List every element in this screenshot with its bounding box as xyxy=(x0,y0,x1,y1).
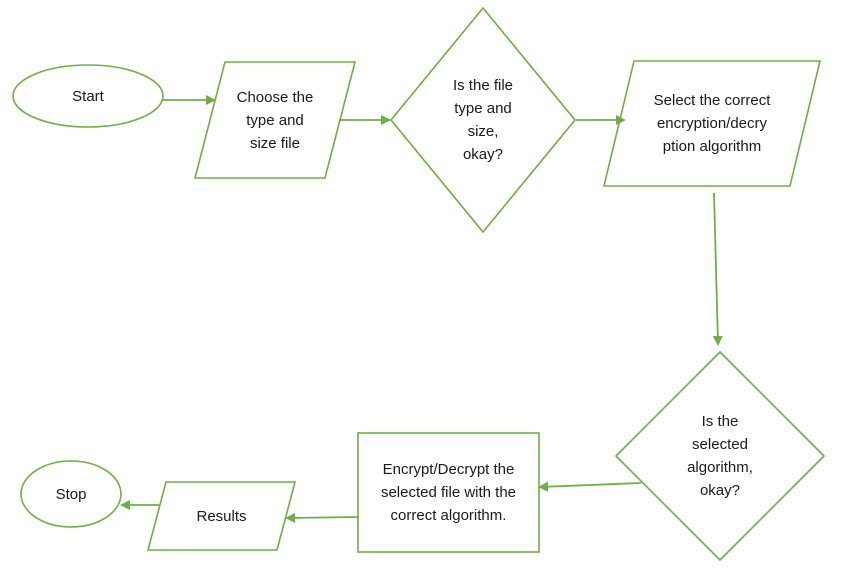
node-start-ellipse xyxy=(12,64,164,128)
arrow-select-algo-to-check-algo xyxy=(712,192,723,346)
select-algorithm-label: Select the correct encryption/decry ptio… xyxy=(653,92,771,155)
node-select-algo-parallelogram xyxy=(602,60,822,187)
start-label: Start xyxy=(72,87,104,105)
choose-file-label: Choose the type and size file xyxy=(236,88,314,152)
node-process-rectangle xyxy=(357,432,540,553)
arrow-process-to-results xyxy=(285,512,359,523)
process-label: Encrypt/Decrypt the selected file with t… xyxy=(380,461,517,524)
check-algorithm-label: Is the selected algorithm, okay? xyxy=(687,412,753,499)
stop-label: Stop xyxy=(55,485,87,503)
node-stop-ellipse xyxy=(20,460,122,528)
results-label: Results xyxy=(196,507,247,525)
node-choose-parallelogram xyxy=(193,61,357,179)
arrow-check-algo-to-process xyxy=(538,481,642,492)
node-results-parallelogram xyxy=(146,481,297,551)
check-file-label: Is the file type and size, okay? xyxy=(452,76,513,163)
node-check-algo-diamond xyxy=(614,350,826,562)
node-check-file-diamond xyxy=(389,6,577,234)
